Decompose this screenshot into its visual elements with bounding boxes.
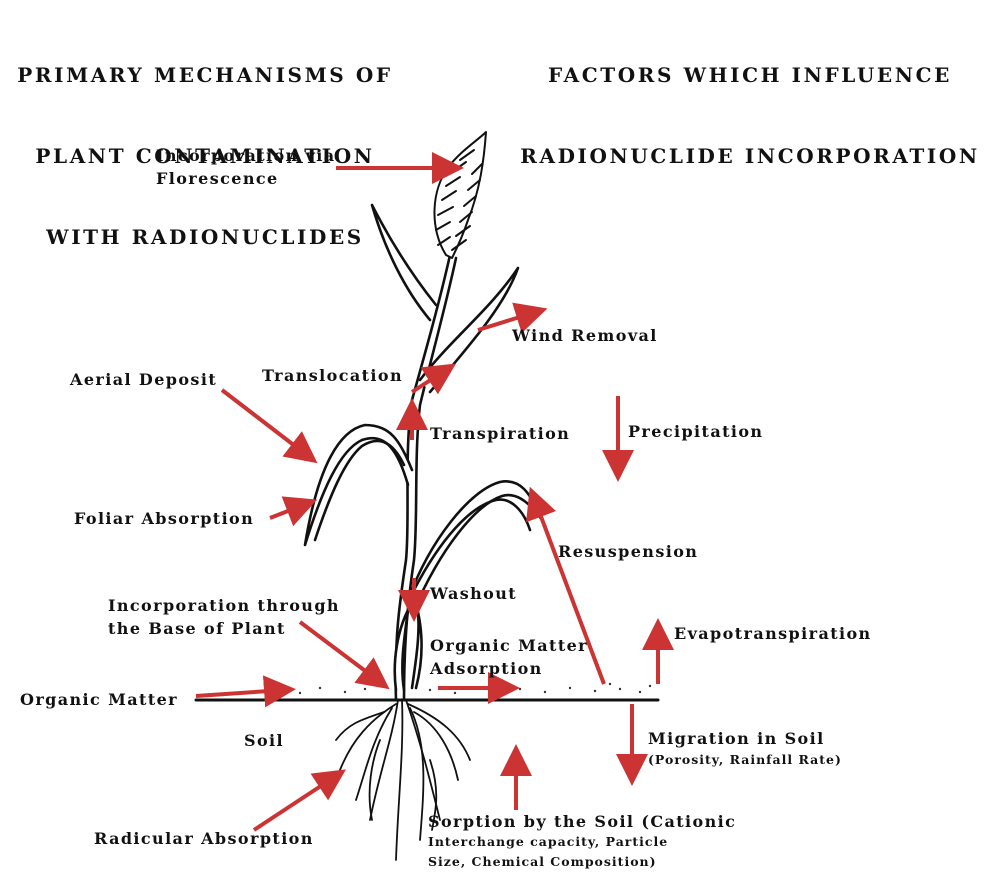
migration-in-soil-label: Migration in Soil [648,727,825,750]
washout-label: Washout [430,582,517,605]
organic-matter-adsorption-label: Organic Matter Adsorption [430,634,588,680]
florescence [434,132,486,258]
base-of-plant-label-line-2: the Base of Plant [108,617,340,640]
adsorption-label-line-2: Adsorption [430,657,588,680]
translocation-label: Translocation [262,364,403,387]
aerial-deposit-arrow-icon [222,390,308,456]
soil-label: Soil [244,729,284,752]
sorption-note-line-2: Size, Chemical Composition) [428,852,668,872]
sorption-label: Sorption by the Soil (Cationic [428,810,736,833]
organic-matter-label: Organic Matter [20,688,178,711]
foliar-absorption-arrow-icon [270,504,306,518]
leaf-mid-left [305,425,412,545]
organic-matter-arrow-icon [196,690,284,696]
leaf-upper-left [372,205,436,320]
foliar-absorption-label: Foliar Absorption [74,507,254,530]
radicular-absorption-label: Radicular Absorption [94,827,314,850]
adsorption-label-line-1: Organic Matter [430,634,588,657]
florescence-label: Incorporation via Florescence [156,144,336,190]
transpiration-label: Transpiration [430,422,570,445]
florescence-label-line-2: Florescence [156,167,336,190]
migration-note: (Porosity, Rainfall Rate) [648,750,842,770]
florescence-label-line-1: Incorporation via [156,144,336,167]
leaf-upper-right [420,268,518,392]
wind-removal-label: Wind Removal [512,324,658,347]
sorption-note: Interchange capacity, Particle Size, Che… [428,832,668,872]
base-of-plant-label-line-1: Incorporation through [108,594,340,617]
aerial-deposit-label: Aerial Deposit [70,368,217,391]
base-of-plant-label: Incorporation through the Base of Plant [108,594,340,640]
precipitation-label: Precipitation [628,420,763,443]
resuspension-label: Resuspension [558,540,698,563]
radicular-absorption-arrow-icon [254,776,336,830]
evapotranspiration-label: Evapotranspiration [674,622,872,645]
sorption-note-line-1: Interchange capacity, Particle [428,832,668,852]
